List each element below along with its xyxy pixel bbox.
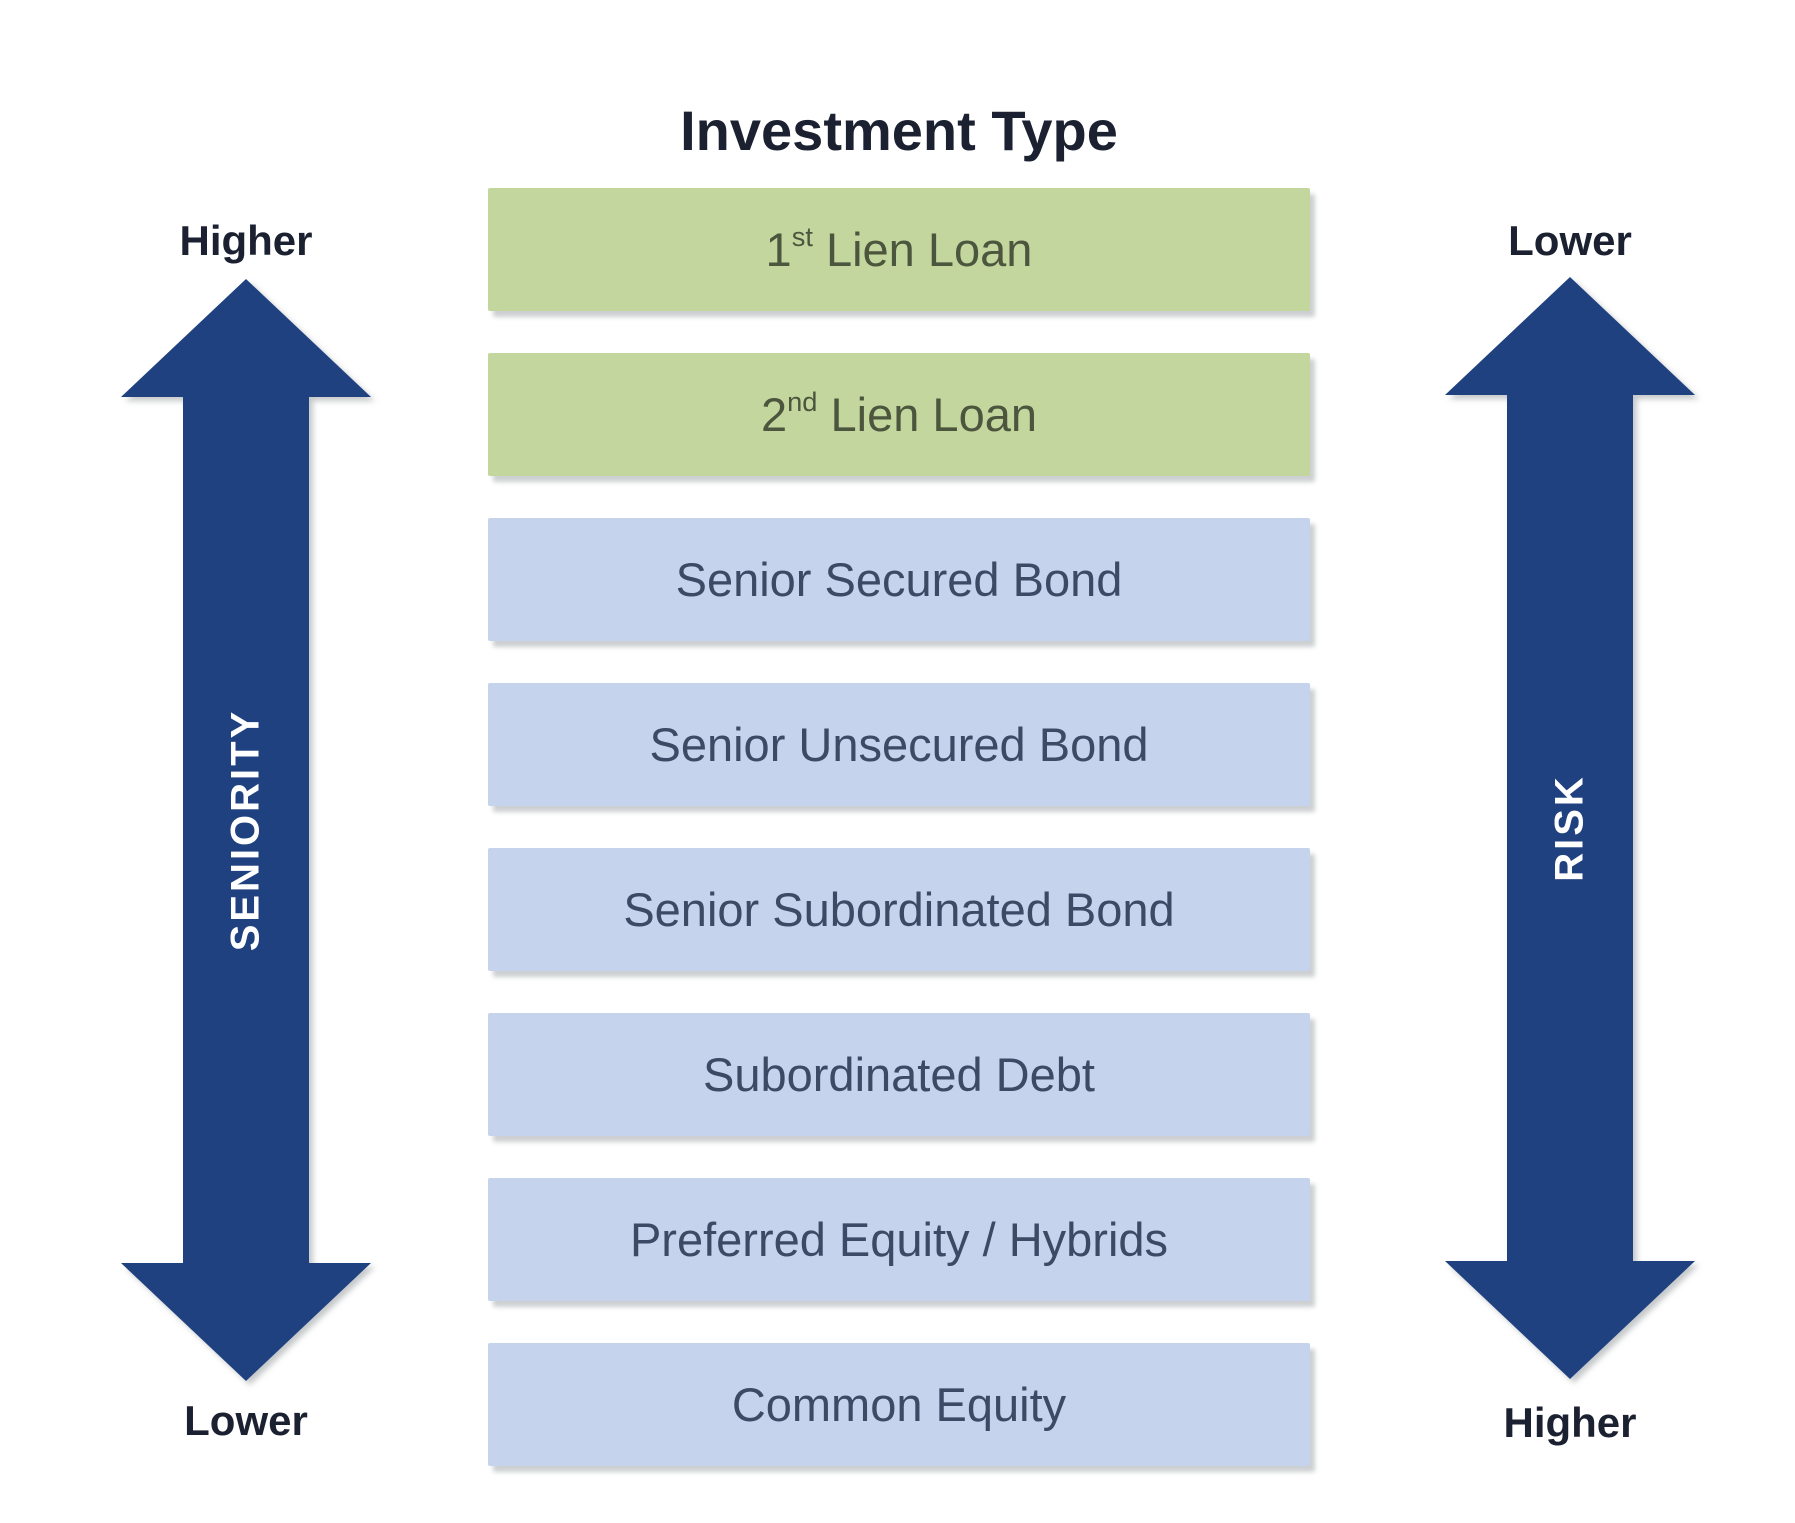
page-title: Investment Type: [680, 99, 1118, 162]
seniority-arrow: SENIORITY: [121, 279, 371, 1381]
box-label: 2: [761, 388, 788, 441]
investment-box-subordinated-debt: Subordinated Debt: [488, 1013, 1310, 1136]
up-down-arrow-icon: [121, 279, 371, 1381]
seniority-axis-label: SENIORITY: [223, 708, 268, 952]
box-label: Common Equity: [731, 1378, 1067, 1431]
box-label: Senior Secured Bond: [675, 553, 1123, 606]
risk-higher-label: Higher: [1503, 1399, 1637, 1446]
box-label: Preferred Equity / Hybrids: [629, 1213, 1169, 1266]
up-down-arrow-icon: [1445, 277, 1695, 1379]
risk-arrow: RISK: [1445, 277, 1695, 1379]
box-label: Lien Loan: [817, 388, 1038, 441]
box-label: Senior Subordinated Bond: [623, 883, 1175, 936]
seniority-higher-label: Higher: [179, 217, 313, 264]
box-label: Lien Loan: [812, 223, 1033, 276]
risk-axis-label: RISK: [1547, 774, 1592, 882]
investment-box-senior-unsecured-bond: Senior Unsecured Bond: [488, 683, 1310, 806]
risk-lower-label: Lower: [1508, 217, 1632, 264]
seniority-lower-label: Lower: [184, 1397, 308, 1444]
box-label: Subordinated Debt: [703, 1048, 1095, 1101]
box-label: 1: [765, 223, 792, 276]
investment-box-common-equity: Common Equity: [488, 1343, 1310, 1466]
investment-box-senior-subordinated-bond: Senior Subordinated Bond: [488, 848, 1310, 971]
investment-box-senior-secured-bond: Senior Secured Bond: [488, 518, 1310, 641]
investment-box-preferred-equity-hybrids: Preferred Equity / Hybrids: [488, 1178, 1310, 1301]
box-label: Senior Unsecured Bond: [649, 718, 1149, 771]
